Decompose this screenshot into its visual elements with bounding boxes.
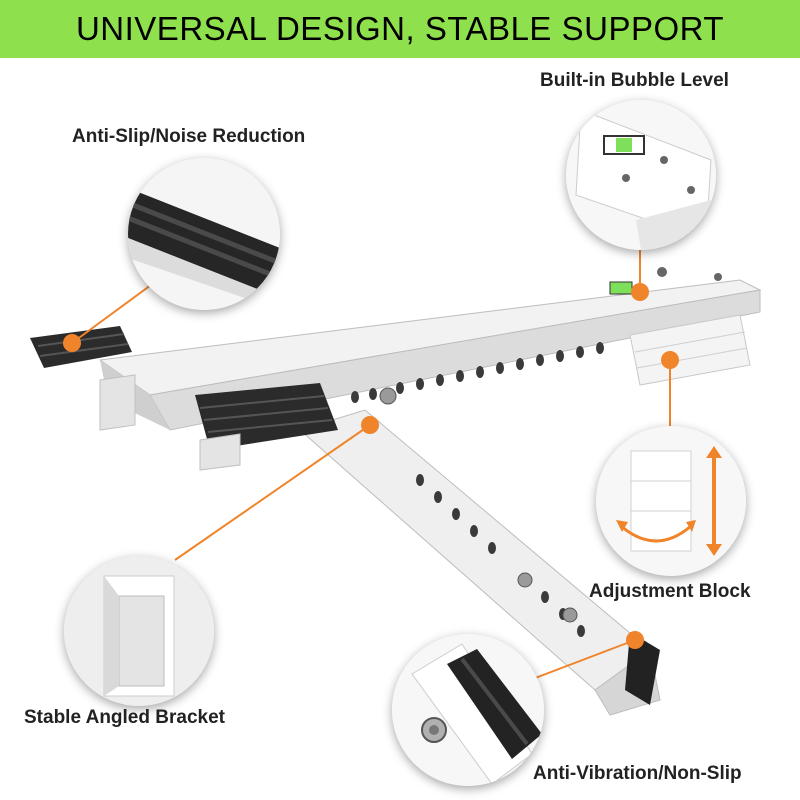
banner-title: UNIVERSAL DESIGN, STABLE SUPPORT bbox=[75, 10, 725, 47]
bubble-level-window bbox=[609, 281, 633, 295]
label-adjustment-block: Adjustment Block bbox=[589, 581, 751, 602]
label-bubble-level: Built-in Bubble Level bbox=[540, 70, 729, 91]
label-angled-bracket: Stable Angled Bracket bbox=[24, 707, 225, 728]
adjustment-block bbox=[629, 314, 751, 386]
anti-slip-detail-circle bbox=[128, 158, 280, 310]
angled-bracket-detail-circle bbox=[64, 556, 214, 706]
bubble-level-detail-circle bbox=[566, 100, 716, 250]
adjustment-block-detail-circle bbox=[596, 426, 746, 576]
label-anti-vibration: Anti-Vibration/Non-Slip bbox=[533, 763, 742, 784]
anti-vibration-detail-circle bbox=[392, 634, 544, 786]
header-banner: UNIVERSAL DESIGN, STABLE SUPPORT bbox=[0, 0, 800, 58]
label-anti-slip: Anti-Slip/Noise Reduction bbox=[72, 126, 306, 147]
horizontal-arm-holes bbox=[351, 342, 604, 403]
